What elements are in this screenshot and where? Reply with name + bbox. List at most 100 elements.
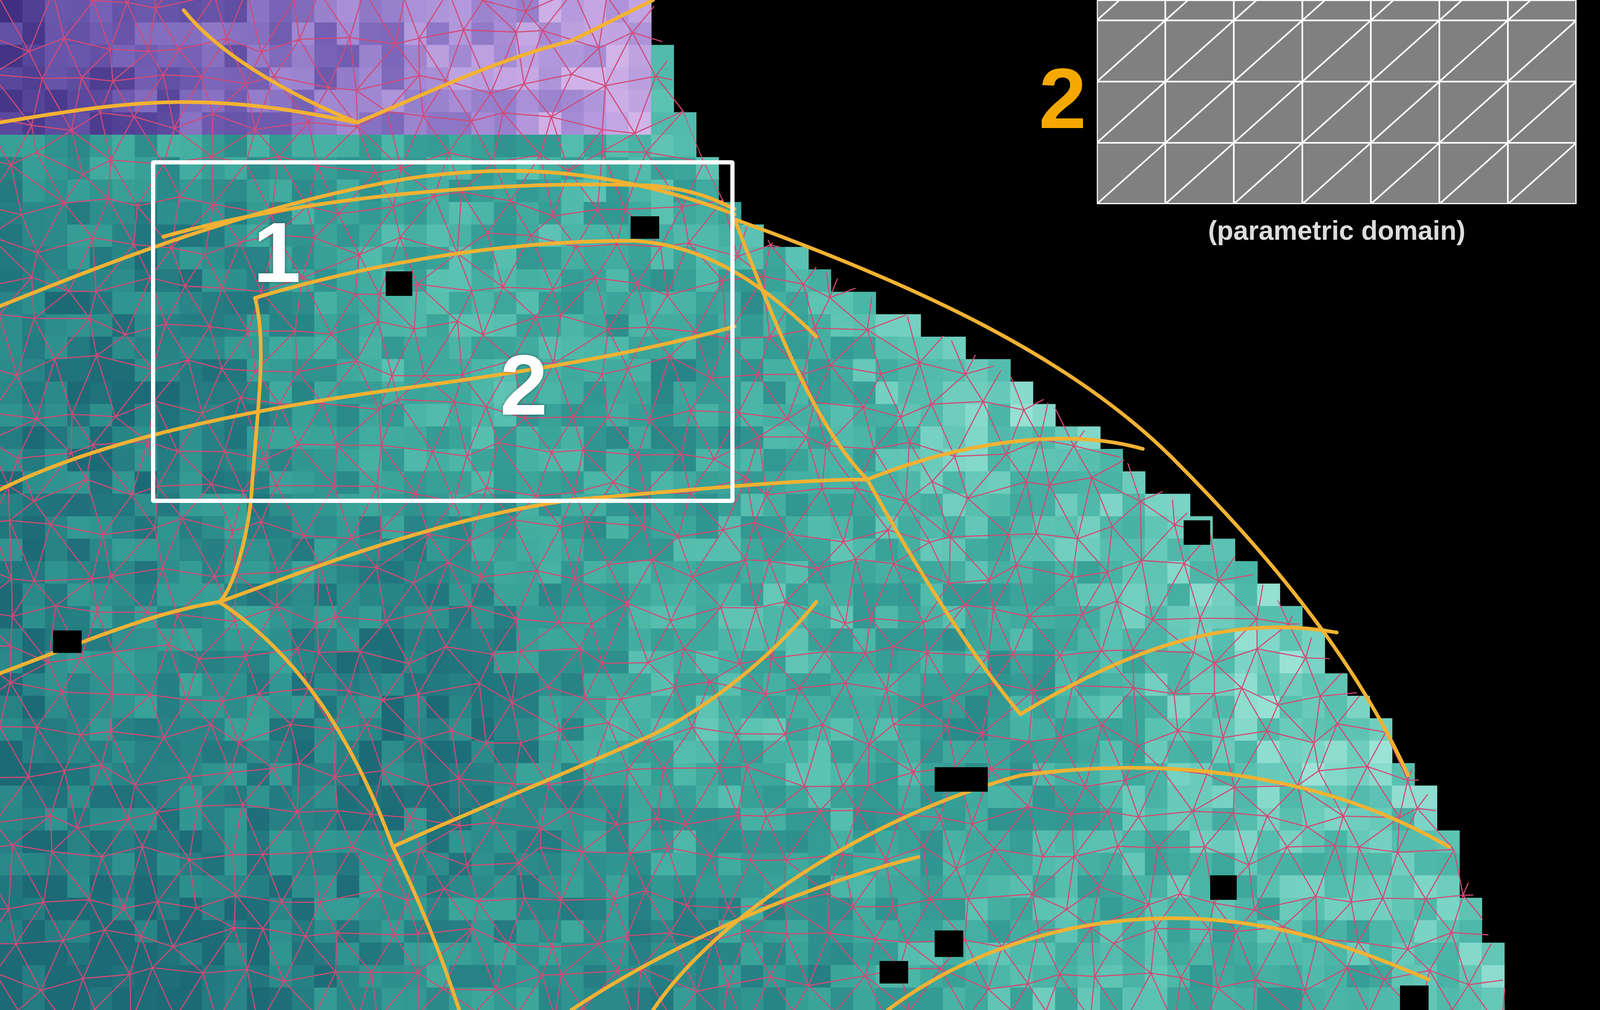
shade-pixel [1302,718,1326,742]
shade-pixel [112,695,136,719]
shade-pixel [404,202,428,226]
shade-pixel [44,314,68,338]
shade-pixel [965,605,989,629]
shade-pixel [112,785,136,809]
shade-pixel [157,762,181,786]
shade-pixel [67,314,91,338]
shade-pixel [134,538,158,562]
shade-pixel [291,67,315,91]
shade-pixel [0,740,24,764]
shade-pixel [1054,605,1078,629]
shade-pixel [291,830,315,854]
shade-pixel [179,448,203,472]
shade-pixel [1279,852,1303,876]
shade-pixel [763,516,787,540]
shade-pixel [157,246,181,270]
shade-pixel [224,628,248,652]
shade-pixel [336,0,360,24]
shade-pixel [942,852,966,876]
shade-pixel [157,785,181,809]
shade-pixel [336,426,360,450]
shade-pixel [157,673,181,697]
shade-pixel [1436,875,1460,899]
shade-pixel [987,381,1011,405]
shade-pixel [314,246,338,270]
shade-pixel [1077,560,1101,584]
shade-pixel [1234,695,1258,719]
shade-pixel [538,538,562,562]
shade-pixel [112,673,136,697]
shade-pixel [1077,493,1101,517]
shade-pixel [426,718,450,742]
shade-pixel [1256,785,1280,809]
shade-pixel [696,336,720,360]
shade-pixel [202,740,226,764]
shade-pixel [1279,628,1303,652]
shade-pixel [336,560,360,584]
shade-pixel [516,179,540,203]
shade-pixel [650,269,674,293]
shade-pixel [808,291,832,315]
shade-pixel [516,762,540,786]
shade-pixel [202,112,226,136]
shade-pixel [606,628,630,652]
shade-pixel [224,381,248,405]
shade-pixel [1459,897,1483,921]
shade-pixel [1167,762,1191,786]
shade-pixel [314,0,338,24]
shade-pixel [494,22,518,46]
shade-pixel [740,336,764,360]
shade-pixel [1234,875,1258,899]
shade-pixel [404,0,428,24]
shade-pixel [696,516,720,540]
shade-pixel [763,695,787,719]
shade-pixel [1391,830,1415,854]
shade-pixel [314,134,338,158]
shade-pixel [112,718,136,742]
shade-pixel [538,628,562,652]
shade-pixel [1032,650,1056,674]
shade-pixel [89,740,113,764]
shade-pixel [269,179,293,203]
shade-pixel [696,897,720,921]
shade-pixel [359,0,383,24]
shade-pixel [516,740,540,764]
shade-pixel [1212,605,1236,629]
shade-pixel [314,44,338,68]
shade-pixel [516,22,540,46]
shade-pixel [628,44,652,68]
shade-pixel [89,0,113,24]
shade-pixel [763,762,787,786]
shade-pixel [516,875,540,899]
shade-pixel [269,493,293,517]
shade-pixel [1256,583,1280,607]
shade-pixel [1122,493,1146,517]
shade-pixel [112,381,136,405]
shade-pixel [785,695,809,719]
shade-pixel [22,448,46,472]
shade-pixel [1302,852,1326,876]
shade-pixel [89,605,113,629]
shade-pixel [606,22,630,46]
shade-pixel [628,830,652,854]
shade-pixel [606,314,630,338]
shade-pixel [471,381,495,405]
shade-pixel [740,605,764,629]
shade-pixel [538,695,562,719]
shade-pixel [740,785,764,809]
shade-pixel [516,67,540,91]
shade-pixel [44,830,68,854]
shade-pixel [1279,650,1303,674]
shade-pixel [1212,740,1236,764]
shade-pixel [830,381,854,405]
shade-pixel [336,830,360,854]
shade-pixel [763,605,787,629]
shade-pixel [89,785,113,809]
shade-pixel [1122,695,1146,719]
shade-pixel [898,358,922,382]
shade-pixel [740,875,764,899]
shade-pixel [852,762,876,786]
shade-pixel [830,807,854,831]
shade-pixel [448,134,472,158]
shade-pixel [246,336,270,360]
